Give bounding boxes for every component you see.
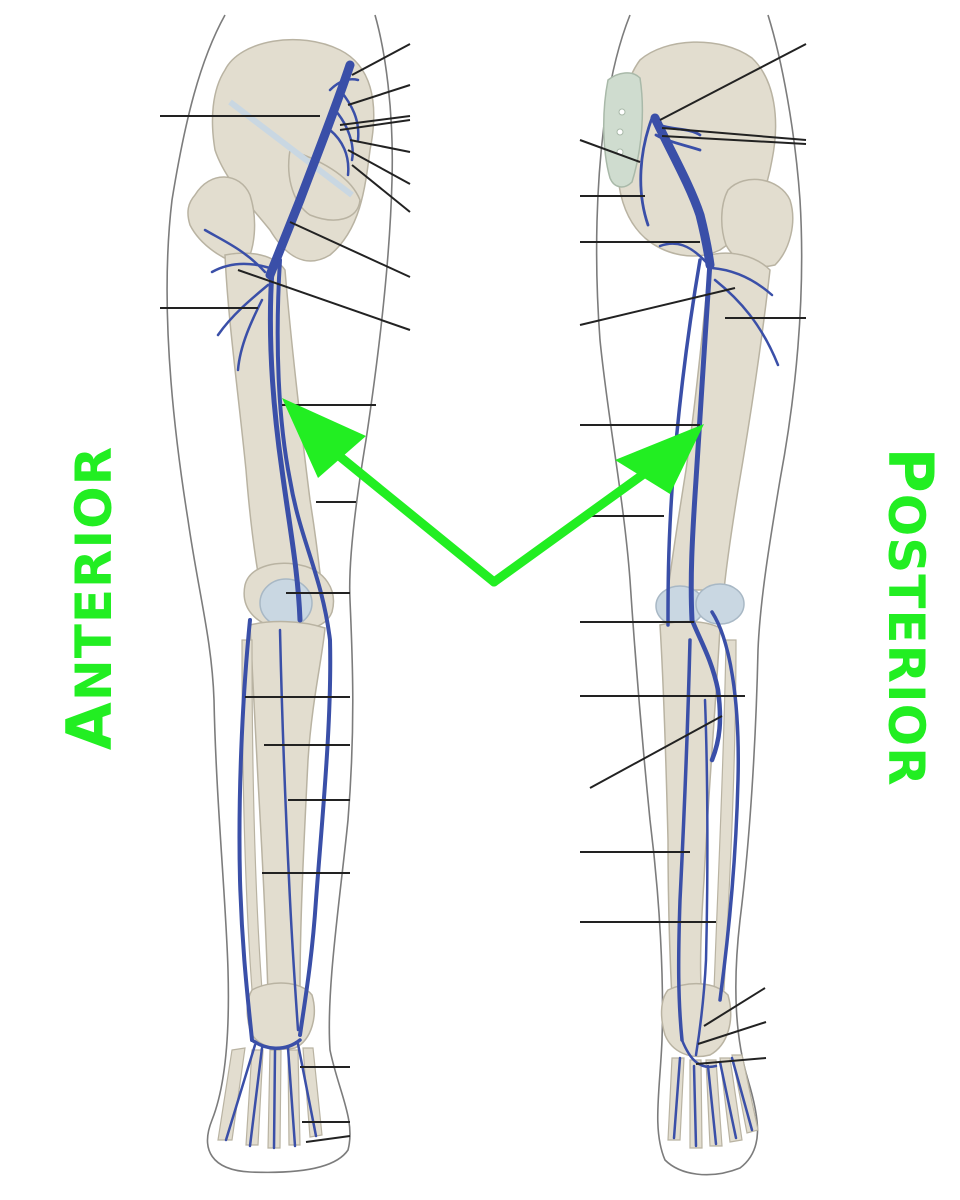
posterior-fibula [713,639,737,991]
anterior-veins [203,60,360,1150]
green-arrows [282,398,704,587]
posterior-skin-outline [595,14,803,1176]
posterior-label-initial: P [874,447,947,494]
posterior-small-saphenous-vein [710,610,740,1002]
anterior-femoral-vein [267,267,303,623]
anterior-digital-veins [224,1042,318,1150]
posterior-plantar-veins [672,1038,754,1148]
anterior-tibia [249,620,326,996]
anterior-foot-bones [217,1047,323,1149]
anterior-small-vein-medial [237,618,254,1042]
posterior-sacral-foramen-2 [616,128,624,136]
posterior-posterior-tibial-vein [676,638,692,1042]
posterior-lateral-condyle [695,583,745,625]
anterior-pelvic-tributaries [328,78,360,177]
posterior-femoral-vein [688,259,713,623]
anterior-great-saphenous-vein [275,258,333,1037]
posterior-femur [667,252,771,591]
anterior-leg [160,14,411,1174]
posterior-veins [639,113,780,1148]
posterior-circumflex-veins [658,242,780,367]
posterior-common-iliac-vein [650,113,715,270]
posterior-popliteal-vein [689,617,723,763]
anterior-greater-trochanter [187,176,256,266]
anterior-dorsal-venous-arch [250,1038,302,1050]
anterior-label-initial: A [53,701,126,751]
anterior-patella [259,578,313,628]
arrow-left-shaft [333,450,499,587]
anterior-inguinal-ligament [228,99,354,198]
anterior-external-iliac-vein [265,60,355,280]
anterior-anterior-tibial-vein [278,628,300,1032]
posterior-leg [579,14,807,1176]
arrow-left-head-icon [282,398,366,478]
anterior-label-rest: NTERIOR [65,445,123,702]
posterior-leader-lines [579,43,807,1065]
arrow-right-head-icon [615,424,704,494]
anterior-leader-lines [160,43,411,1143]
anterior-pubis [288,149,361,221]
posterior-greater-trochanter [721,178,794,268]
posterior-label-rest: OSTERIOR [877,493,935,787]
posterior-peroneal-vein [694,698,709,1057]
posterior-sacral-foramen-1 [618,108,626,116]
anterior-skin-outline [166,14,394,1174]
arrow-right-shaft [489,463,657,587]
